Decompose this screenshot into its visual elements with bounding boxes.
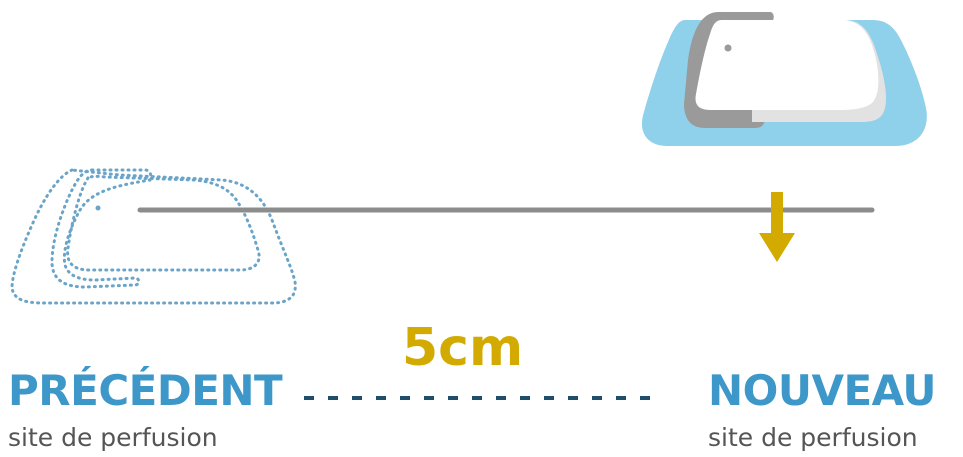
device-indicator-dot — [725, 45, 732, 52]
dotted-outline-device-top — [68, 176, 259, 270]
arrow-head — [759, 233, 795, 262]
device-top-white — [696, 20, 879, 110]
down-arrow-icon — [759, 192, 795, 262]
arrow-shaft — [771, 192, 783, 234]
previous-site-title: PRÉCÉDENT — [8, 366, 282, 415]
previous-site-dotted-outline-icon — [12, 170, 295, 303]
dotted-outline-dot — [96, 206, 101, 211]
device-on-pad-icon — [642, 12, 927, 146]
previous-site-subtitle: site de perfusion — [8, 423, 218, 452]
new-site-subtitle: site de perfusion — [708, 423, 918, 452]
distance-label: 5cm — [402, 318, 523, 378]
new-site-title: NOUVEAU — [708, 366, 936, 415]
